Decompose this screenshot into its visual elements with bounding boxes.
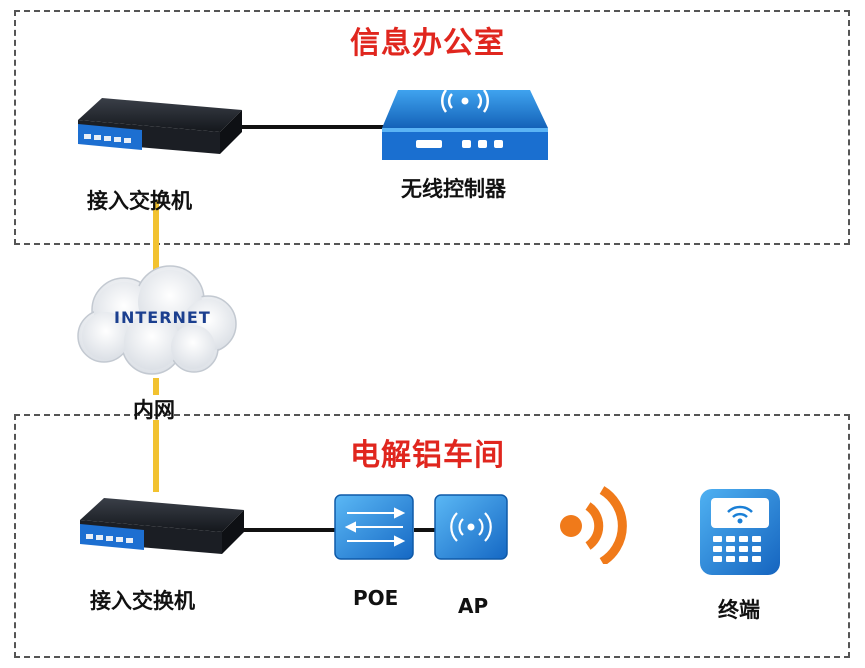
handheld-terminal-icon (700, 489, 780, 575)
switch-bottom-label: 接入交换机 (90, 588, 195, 613)
ap-label: AP (458, 594, 489, 618)
workshop-zone-title: 电解铝车间 (350, 438, 505, 473)
wireless-controller-icon (382, 89, 548, 160)
network-switch-icon (78, 98, 242, 154)
poe-injector-icon (334, 494, 414, 560)
office-zone (14, 10, 850, 245)
internet-label: 内网 (133, 397, 175, 422)
access-point-icon (434, 494, 508, 560)
office-zone-title: 信息办公室 (350, 26, 505, 61)
internet-cloud-text: INTERNET (114, 308, 211, 327)
wifi-signal-icon (560, 486, 627, 564)
poe-label: POE (353, 586, 399, 610)
wireless-controller-label: 无线控制器 (401, 176, 506, 201)
terminal-label: 终端 (718, 597, 760, 622)
workshop-zone (14, 414, 850, 658)
network-switch-icon (80, 498, 244, 554)
switch-top-label: 接入交换机 (87, 188, 192, 213)
cloud-icon (77, 265, 237, 375)
